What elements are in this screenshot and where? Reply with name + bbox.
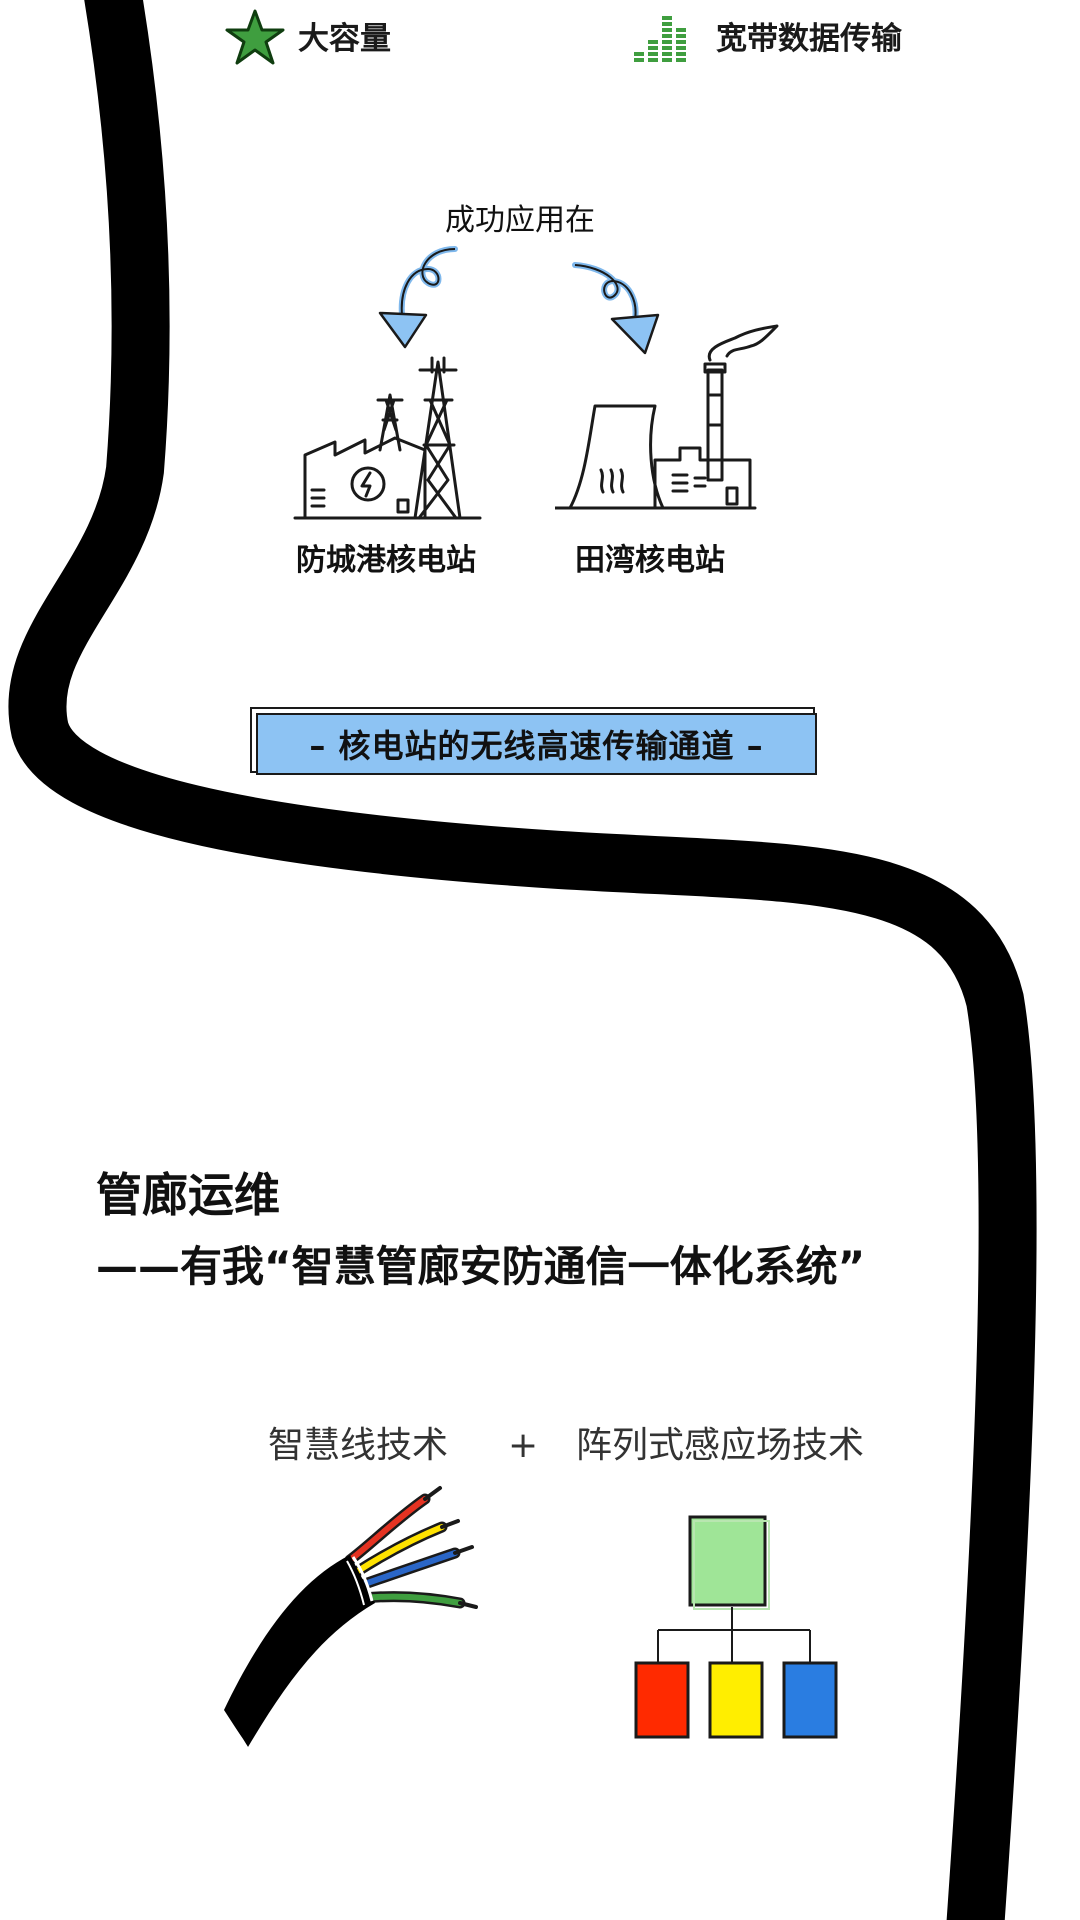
array-node-yellow: [708, 1661, 764, 1739]
banner-text: – 核电站的无线高速传输通道 –: [256, 713, 817, 775]
curved-arrows: [378, 246, 660, 355]
signal-bars-icon: [634, 16, 686, 62]
arrow-right-icon: [572, 262, 660, 355]
array-node-blue: [782, 1661, 838, 1739]
applied-label: 成功应用在: [445, 203, 595, 238]
tech-right-label: 阵列式感应场技术: [576, 1425, 865, 1466]
array-top-node: [688, 1515, 770, 1610]
tech-plus-sign: +: [508, 1425, 539, 1466]
section-title: 管廊运维: [96, 1168, 280, 1222]
arrow-left-icon: [378, 246, 458, 349]
array-sensing-diagram: [634, 1515, 838, 1739]
power-plant-tower-icon: [293, 356, 482, 520]
smart-cable-icon: [219, 1486, 478, 1750]
array-node-red: [634, 1661, 690, 1739]
tech-left-label: 智慧线技术: [268, 1425, 449, 1466]
nuclear-cooling-tower-icon: [555, 324, 779, 510]
station-name: 防城港核电站: [296, 543, 476, 578]
feature-label: 大容量: [298, 21, 391, 57]
section-subtitle: ——有我“智慧管廊安防通信一体化系统”: [96, 1242, 866, 1291]
feature-label: 宽带数据传输: [716, 21, 902, 57]
star-icon: [225, 9, 285, 65]
station-name: 田湾核电站: [575, 543, 725, 578]
